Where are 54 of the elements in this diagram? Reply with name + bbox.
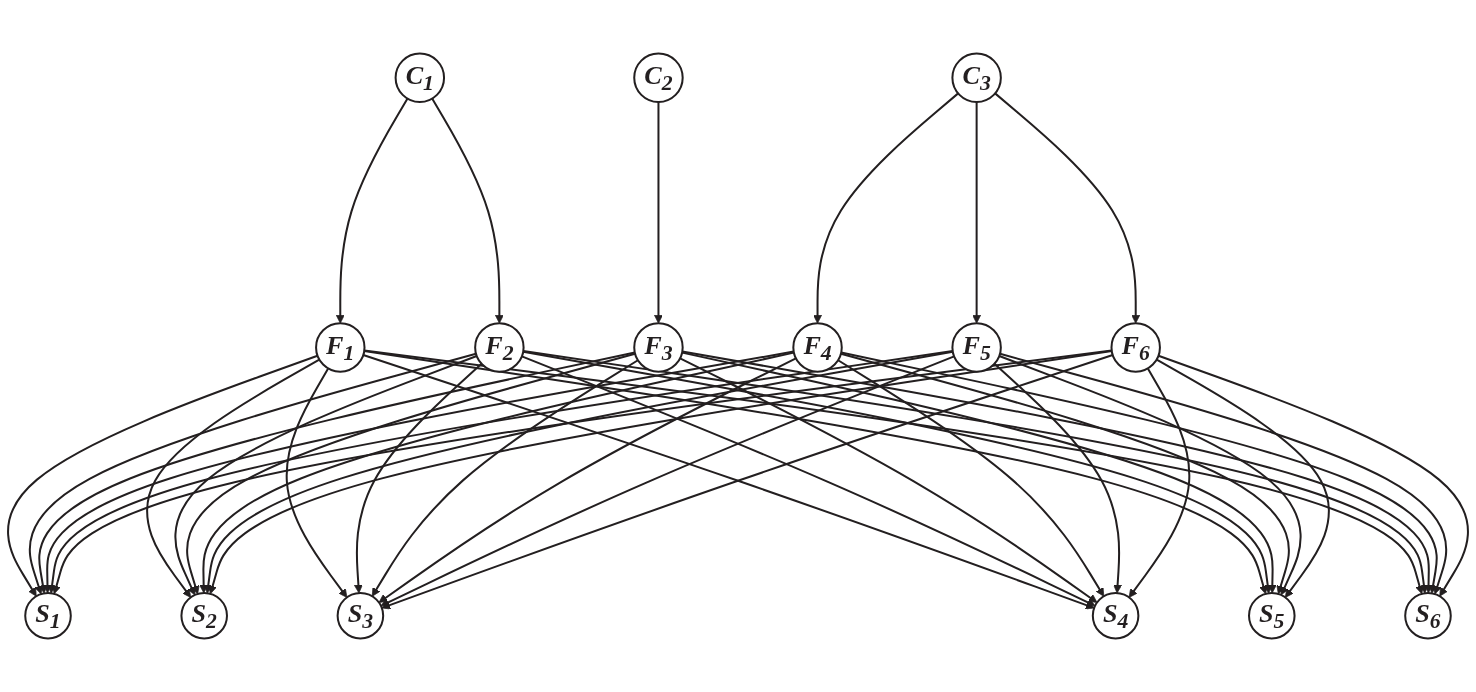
node-circle: F$_{6}$: [1110, 322, 1161, 373]
arrow: [1158, 354, 1469, 597]
arrow: [523, 350, 1273, 594]
node-circle: F$_{5}$: [951, 322, 1002, 373]
node-circle: S$_{2}$: [180, 591, 228, 640]
node-circle: F$_{4}$: [792, 322, 843, 373]
arrow: [52, 349, 1112, 595]
arrow: [523, 350, 1429, 594]
arrow: [681, 351, 1277, 594]
node-circle: F$_{1}$: [315, 322, 366, 373]
node-circle: S$_{3}$: [336, 591, 385, 640]
arrow: [380, 355, 955, 607]
arrow: [972, 101, 982, 324]
node-circle: C$_{2}$: [633, 52, 684, 103]
arrow: [999, 352, 1448, 595]
arrow: [7, 354, 318, 597]
arrow: [994, 92, 1141, 324]
arrow: [679, 357, 1098, 603]
arrow: [431, 98, 504, 324]
arrow: [371, 359, 639, 597]
arrow: [38, 351, 635, 594]
arrow: [146, 358, 320, 598]
node-circle: F$_{2}$: [474, 322, 525, 373]
arrow: [186, 352, 636, 595]
node-circle: F$_{3}$: [633, 322, 684, 373]
arrow: [43, 350, 794, 594]
node-circle: S$_{5}$: [1248, 591, 1296, 640]
arrow: [28, 352, 477, 595]
arrow: [993, 363, 1122, 594]
arrow: [47, 350, 953, 594]
arrow: [521, 355, 1096, 607]
arrow: [1156, 358, 1330, 598]
node-circle: C$_{1}$: [394, 52, 446, 103]
arrow: [199, 351, 795, 594]
arrow: [174, 355, 478, 596]
arrow: [335, 98, 409, 324]
node-circle: C$_{3}$: [951, 52, 1002, 103]
arrow: [364, 349, 1424, 595]
arrow: [364, 350, 1268, 595]
node-circle: S$_{6}$: [1404, 591, 1452, 640]
arrow: [285, 367, 348, 598]
arrow: [837, 359, 1105, 597]
arrow: [208, 350, 1112, 595]
arrow: [998, 355, 1302, 596]
arrow: [654, 101, 663, 324]
arrow: [682, 350, 1433, 594]
arrow: [354, 363, 483, 594]
arrow: [1128, 367, 1191, 598]
arrow: [813, 92, 959, 324]
arrow: [203, 350, 953, 594]
node-circle: S$_{1}$: [24, 591, 72, 640]
node-circle: S$_{4}$: [1091, 591, 1140, 640]
arrow: [841, 351, 1438, 594]
arrow: [378, 357, 797, 603]
